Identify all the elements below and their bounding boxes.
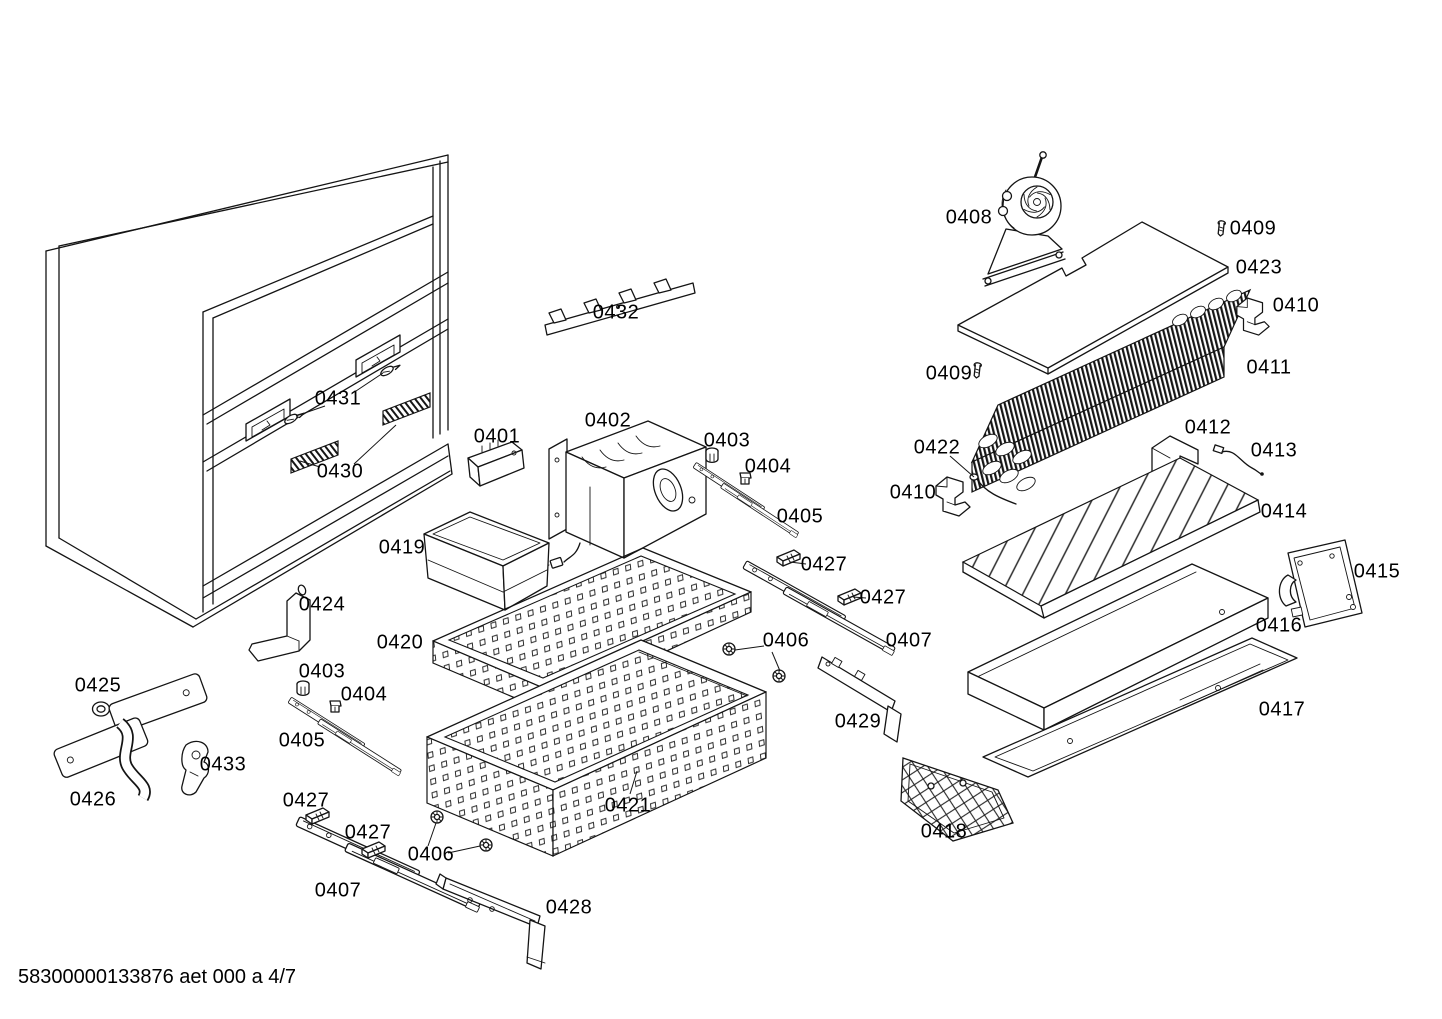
leader-lines	[295, 372, 975, 854]
pin-0404-top	[739, 472, 752, 485]
control-module-0401	[467, 439, 525, 487]
nut-0406-a	[722, 642, 736, 656]
ice-maker-0402	[544, 420, 707, 569]
bracket-0428	[435, 873, 546, 970]
drawing-number: 58300000133876 aet 000 a 4/7	[18, 966, 297, 988]
clip-0427-c	[305, 807, 330, 825]
nut-0406-c	[430, 810, 444, 824]
nut-0406-b	[772, 669, 786, 683]
grille-0418	[900, 757, 1014, 842]
telescopic-rail-0407-left	[293, 815, 484, 914]
shelf-0414	[961, 457, 1261, 619]
ice-bucket-0419	[423, 511, 550, 611]
clip-0410-top	[1236, 297, 1270, 336]
evaporator-0411	[970, 288, 1252, 493]
telescopic-rail-0407-right	[740, 560, 899, 657]
strap-0426	[53, 673, 208, 802]
latch-cutout-1	[245, 398, 291, 442]
wire-0413	[1212, 444, 1264, 476]
panel-0416	[967, 563, 1269, 731]
pin-0403-left	[296, 680, 310, 697]
fan-0408	[982, 151, 1066, 287]
vent-grille-1	[290, 440, 339, 474]
clip-rail-0432	[544, 278, 696, 336]
clip-0427-a	[776, 549, 801, 567]
nut-0406-d	[479, 838, 493, 852]
latch-cutout-2	[355, 334, 401, 378]
screw-0409-mid	[972, 361, 983, 379]
cover-panel-0423	[957, 221, 1229, 375]
panel-0417	[982, 637, 1298, 778]
clip-0433	[181, 740, 210, 796]
lower-basket-0421	[426, 639, 767, 857]
cabinet-drawing	[45, 154, 453, 628]
pin-0403-top	[705, 447, 719, 464]
clip-0410-mid	[935, 476, 971, 517]
telescopic-rail-0405-left	[286, 696, 404, 777]
bracket-0415	[1278, 539, 1363, 628]
grommet-0425	[91, 701, 111, 717]
vent-grille-2	[382, 392, 431, 426]
pin-0404-left	[329, 700, 342, 713]
bracket-0424	[248, 584, 311, 662]
bracket-0429	[817, 656, 902, 743]
screw-0409-top	[1216, 219, 1227, 237]
